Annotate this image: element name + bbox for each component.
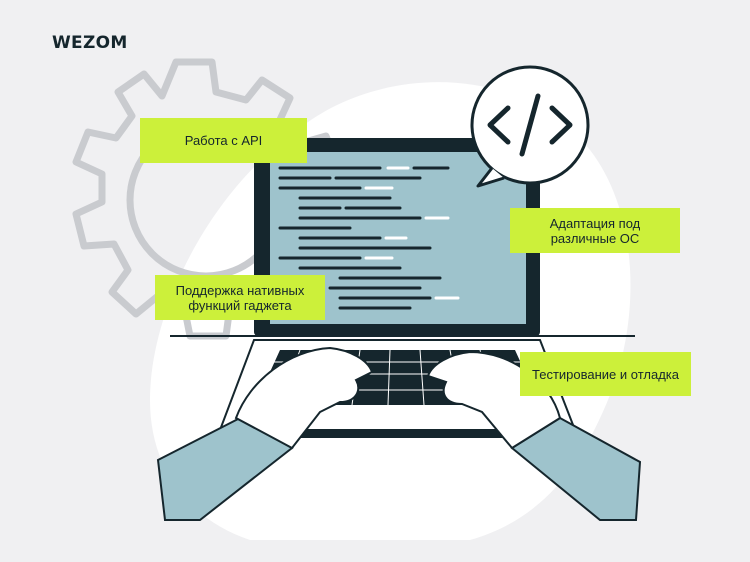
label-api-work: Работа с API bbox=[140, 118, 307, 163]
label-native-features: Поддержка нативных функций гаджета bbox=[155, 275, 325, 320]
code-lines bbox=[278, 166, 460, 310]
speech-bubble-tail bbox=[476, 167, 505, 188]
code-brackets-icon bbox=[487, 93, 573, 157]
left-sleeve bbox=[156, 416, 294, 521]
laptop-front bbox=[220, 430, 575, 438]
wezom-logo: WEZOM bbox=[52, 33, 128, 53]
label-testing-debugging: Тестирование и отладка bbox=[520, 352, 691, 396]
label-os-adaptation: Адаптация под различные ОС bbox=[510, 208, 680, 253]
left-hand bbox=[234, 346, 374, 450]
